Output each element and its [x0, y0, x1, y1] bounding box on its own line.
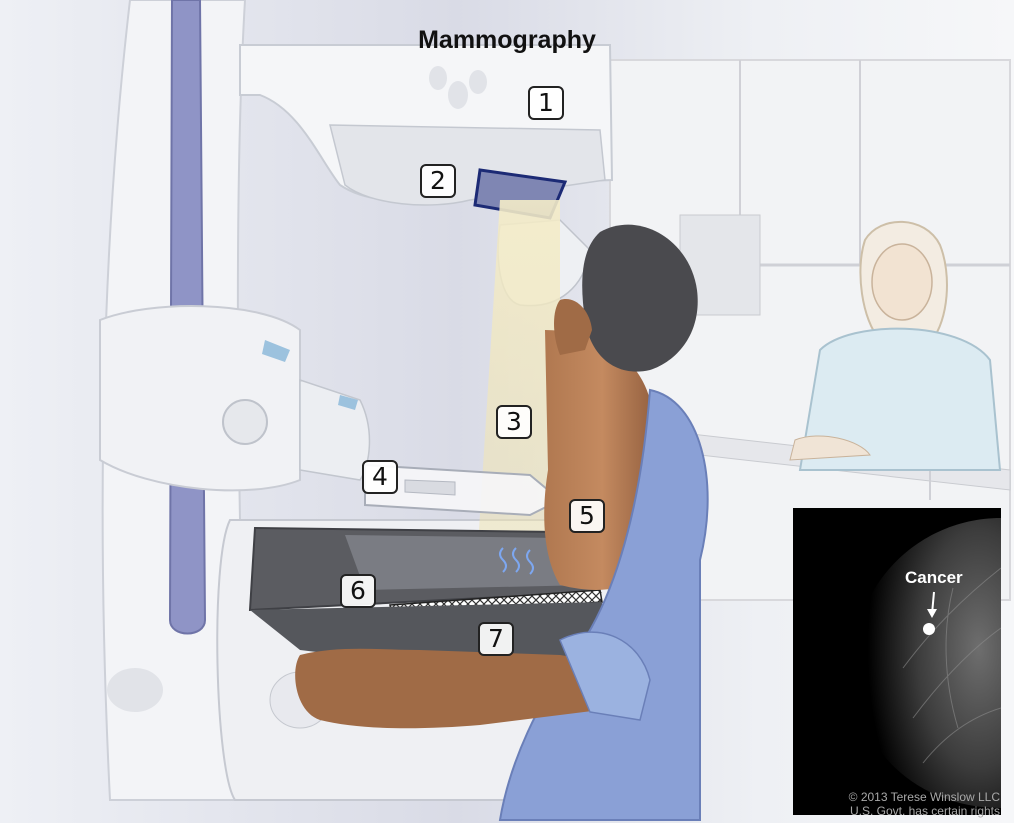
diagram-title: Mammography [0, 26, 1014, 55]
mammogram-image [793, 508, 1001, 815]
copyright-credit: © 2013 Terese Winslow LLC U.S. Govt. has… [849, 790, 1000, 818]
cancer-label: Cancer [905, 568, 963, 588]
callout-7-detector-base: 7 [478, 622, 514, 656]
callout-3-x-ray-beam: 3 [496, 405, 532, 439]
credit-line-1: © 2013 Terese Winslow LLC [849, 790, 1000, 804]
callout-1-x-ray-machine: 1 [528, 86, 564, 120]
callout-2-x-ray-tube: 2 [420, 164, 456, 198]
tumor-spot [923, 623, 935, 635]
credit-line-2: U.S. Govt. has certain rights [849, 804, 1000, 818]
callout-5-breast: 5 [569, 499, 605, 533]
callout-6-image-receptor: 6 [340, 574, 376, 608]
mammogram-inset: Cancer [793, 508, 1001, 815]
callout-4-compression-paddle: 4 [362, 460, 398, 494]
